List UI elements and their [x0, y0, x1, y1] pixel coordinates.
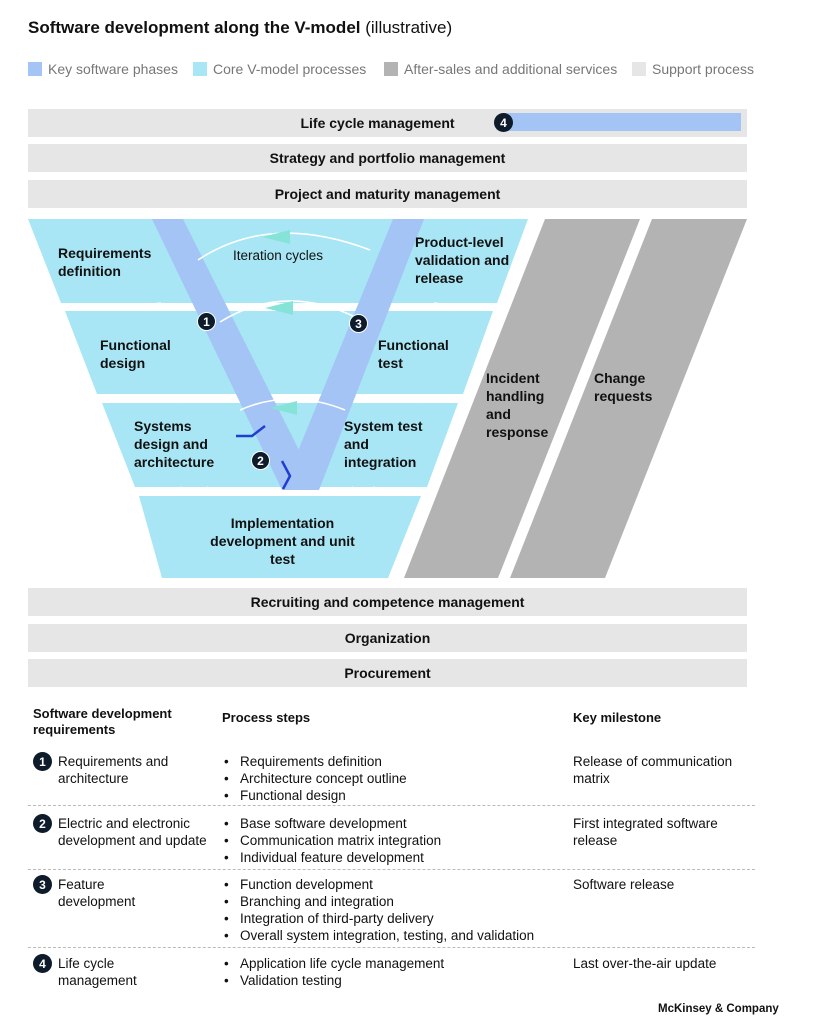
- header-process-steps: Process steps: [222, 710, 311, 725]
- label-product-validation: Product-level validation and release: [415, 234, 510, 286]
- iteration-arrowhead-3: [270, 401, 297, 415]
- row-separator: [28, 947, 755, 948]
- legend-swatch: [193, 62, 207, 76]
- badge-1: 1: [197, 312, 216, 331]
- row-requirement-label: Feature development: [58, 877, 136, 909]
- legend-swatch: [28, 62, 42, 76]
- level-4-band: [139, 496, 421, 578]
- label-implementation: Implementation development and unit test: [210, 515, 355, 567]
- step-item: Requirements definition: [222, 753, 407, 770]
- bar-label: Recruiting and competence management: [250, 594, 525, 610]
- label-incident-handling: Incident handling and response: [486, 370, 549, 440]
- step-item: Architecture concept outline: [222, 770, 407, 787]
- step-item: Validation testing: [222, 972, 444, 989]
- footer-brand: McKinsey & Company: [658, 1003, 779, 1015]
- table-row-2-milestone: First integrated software release: [573, 816, 718, 848]
- table-row-3-steps: Function development Branching and integ…: [222, 876, 534, 944]
- row-badge-2: 2: [33, 814, 52, 833]
- header-requirements: Software development requirements: [33, 706, 172, 737]
- title-sub: (illustrative): [365, 18, 453, 37]
- bar-label: Life cycle management: [300, 115, 455, 131]
- legend-label: Core V-model processes: [213, 61, 367, 77]
- iteration-arrowhead-1: [262, 230, 290, 244]
- header-key-milestone: Key milestone: [573, 710, 662, 725]
- legend-label: Key software phases: [48, 61, 178, 77]
- band-ribs: [144, 302, 451, 497]
- row-separator: [28, 869, 755, 870]
- row-badge-1: 1: [33, 752, 52, 771]
- v-model-diagram: [28, 219, 747, 578]
- table-row-1-steps: Requirements definition Architecture con…: [222, 753, 407, 804]
- bar-label: Strategy and portfolio management: [269, 150, 506, 166]
- bar-recruiting: Recruiting and competence management: [28, 588, 747, 616]
- table-row-4-requirement: 4 Life cycle management: [33, 954, 213, 989]
- badge-2: 2: [251, 451, 270, 470]
- table-row-4-steps: Application life cycle management Valida…: [222, 955, 444, 989]
- page-title: Software development along the V-model (…: [28, 18, 452, 38]
- step-item: Individual feature development: [222, 849, 441, 866]
- label-system-test: System test and integration: [344, 418, 423, 470]
- row-badge-3: 3: [33, 875, 52, 894]
- change-requests-parallelogram: [510, 219, 747, 578]
- legend-item-core-processes: Core V-model processes: [193, 60, 366, 78]
- step-item: Overall system integration, testing, and…: [222, 927, 534, 944]
- table-row-1-requirement: 1 Requirements and architecture: [33, 752, 213, 787]
- phase-marker-left: [236, 425, 266, 438]
- step-item: Communication matrix integration: [222, 832, 441, 849]
- phase-marker-bottom: [280, 460, 292, 490]
- bar-label: Organization: [344, 630, 431, 646]
- bar-organization: Organization: [28, 624, 747, 652]
- legend-label: After-sales and additional services: [404, 61, 618, 77]
- bar-procurement: Procurement: [28, 659, 747, 687]
- bar-label: Procurement: [344, 665, 431, 681]
- step-item: Integration of third-party delivery: [222, 910, 534, 927]
- row-separator: [28, 805, 755, 806]
- table-row-3-requirement: 3 Feature development: [33, 875, 213, 910]
- table-row-1-milestone: Release of communication matrix: [573, 754, 733, 786]
- legend-swatch: [632, 62, 646, 76]
- row-badge-4: 4: [33, 954, 52, 973]
- row-requirement-label: Electric and electronic development and …: [58, 816, 207, 848]
- bar-project-maturity: Project and maturity management: [28, 180, 747, 208]
- step-item: Function development: [222, 876, 534, 893]
- row-requirement-label: Requirements and architecture: [58, 754, 169, 786]
- v-right-arm: [282, 219, 424, 490]
- label-systems-design: Systems design and architecture: [134, 418, 215, 470]
- label-requirements-definition: Requirements definition: [58, 245, 152, 279]
- label-functional-design: Functional design: [100, 337, 171, 371]
- title-main: Software development along the V-model: [28, 18, 361, 37]
- label-functional-test: Functional test: [378, 337, 449, 371]
- step-item: Functional design: [222, 787, 407, 804]
- badge-3: 3: [349, 314, 368, 333]
- level-2-band: [65, 311, 493, 394]
- step-item: Base software development: [222, 815, 441, 832]
- step-item: Branching and integration: [222, 893, 534, 910]
- legend-swatch: [384, 62, 398, 76]
- row-requirement-label: Life cycle management: [58, 956, 137, 988]
- legend-item-support: Support process: [632, 60, 754, 78]
- legend-label: Support process: [652, 61, 754, 77]
- life-cycle-phase-fill: [503, 113, 741, 131]
- step-item: Application life cycle management: [222, 955, 444, 972]
- incident-parallelogram: [404, 219, 640, 578]
- bar-strategy-portfolio: Strategy and portfolio management: [28, 144, 747, 172]
- table-row-4-milestone: Last over-the-air update: [573, 956, 717, 971]
- badge-4: 4: [494, 113, 513, 132]
- v-left-arm: [152, 219, 319, 490]
- iteration-arrowhead-2: [265, 301, 293, 315]
- bar-label: Project and maturity management: [274, 186, 501, 202]
- legend-item-key-phases: Key software phases: [28, 60, 178, 78]
- label-iteration-cycles: Iteration cycles: [233, 248, 324, 263]
- table-row-2-requirement: 2 Electric and electronic development an…: [33, 814, 213, 849]
- table-row-2-steps: Base software development Communication …: [222, 815, 441, 866]
- legend-item-after-sales: After-sales and additional services: [384, 60, 617, 78]
- table-row-3-milestone: Software release: [573, 877, 675, 892]
- label-change-requests: Change requests: [594, 370, 653, 404]
